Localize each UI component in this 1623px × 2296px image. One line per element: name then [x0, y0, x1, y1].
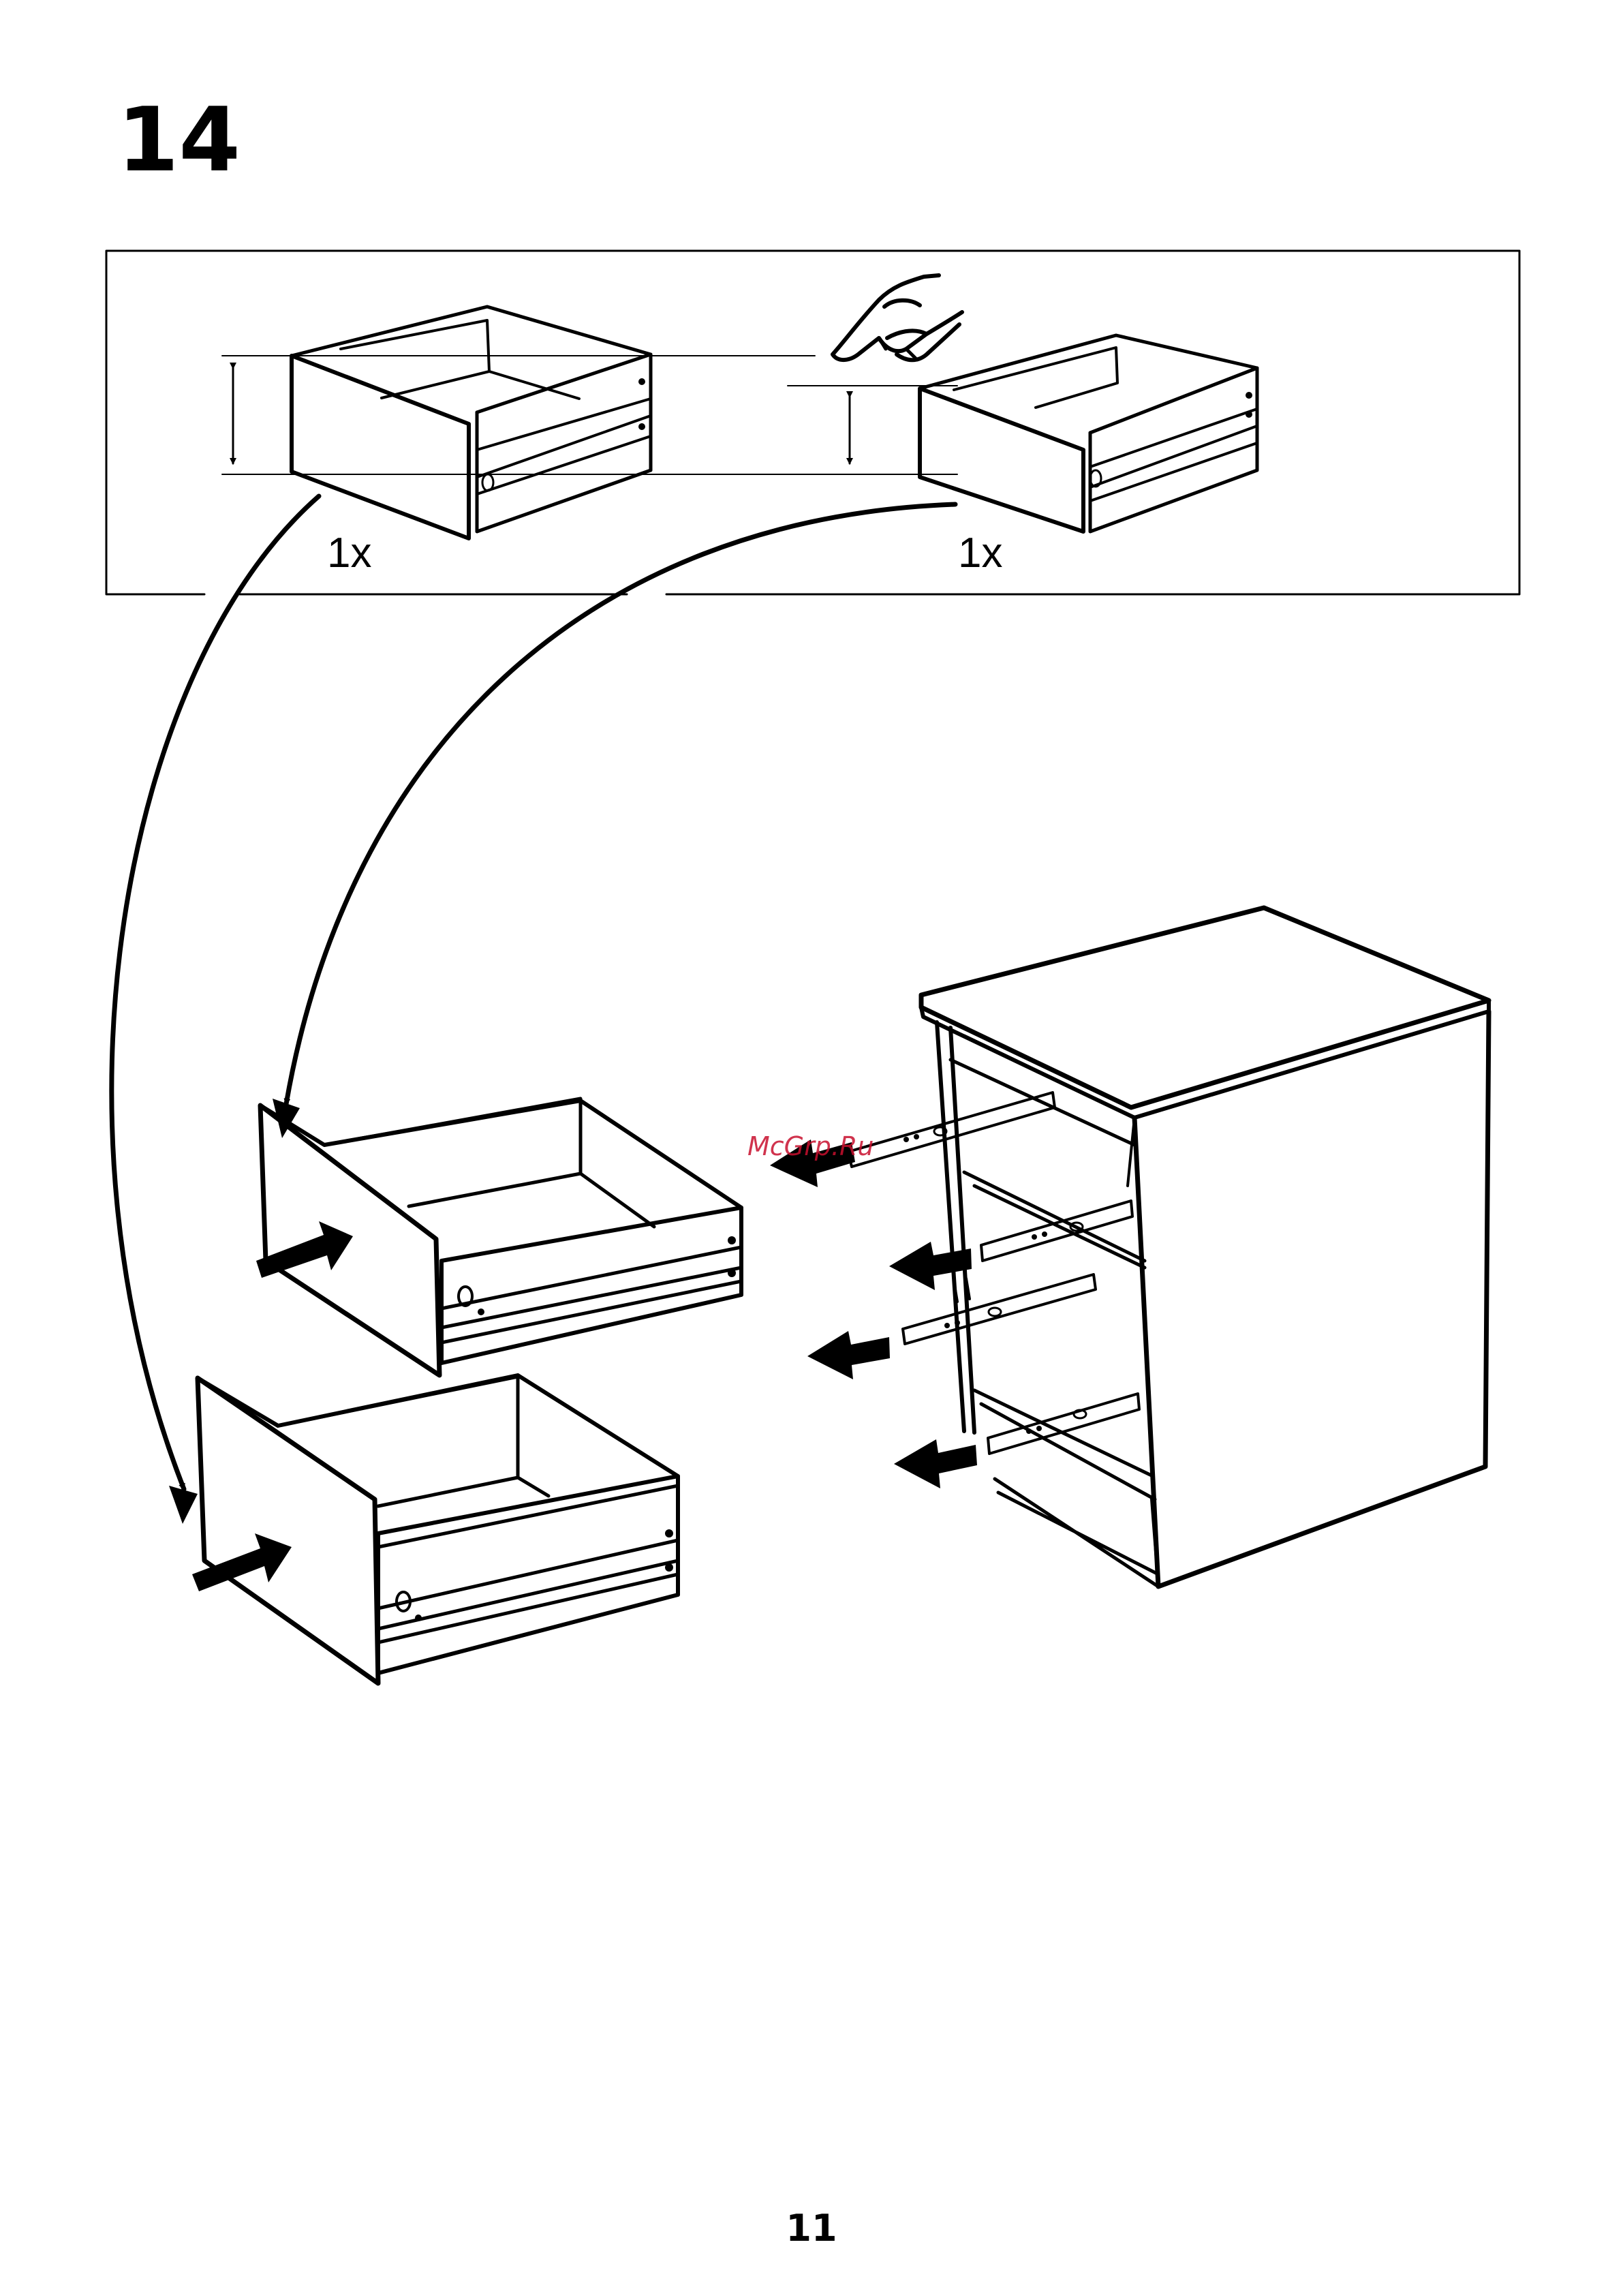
page-number: 11	[0, 2207, 1623, 2250]
detail-panel	[106, 251, 1519, 594]
hand-pointing-icon	[833, 275, 962, 360]
quantity-label-deep: 1x	[327, 530, 371, 577]
upper-drawer	[256, 1099, 741, 1375]
curved-arrows	[112, 496, 955, 1524]
shallow-drawer-diagram	[788, 335, 1257, 532]
lower-drawer	[192, 1375, 678, 1683]
deep-drawer-diagram	[222, 307, 957, 538]
watermark-text: McGrp.Ru	[747, 1131, 874, 1161]
cabinet	[921, 908, 1489, 1587]
quantity-label-shallow: 1x	[958, 530, 1002, 577]
